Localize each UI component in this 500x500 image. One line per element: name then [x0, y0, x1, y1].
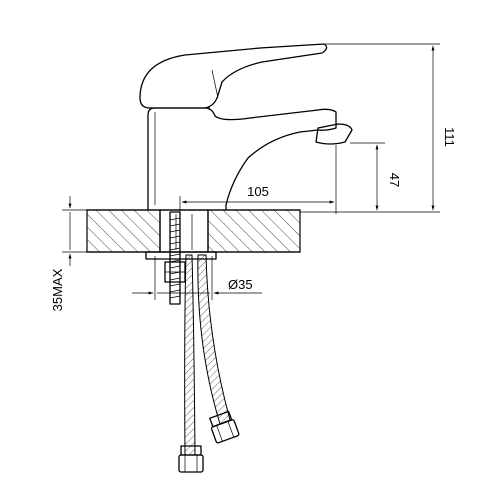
- dim-max-thickness: 35MAX: [50, 268, 65, 311]
- dim-hole-diameter: Ø35: [228, 277, 253, 292]
- countertop-section: [86, 209, 301, 253]
- dim-spout-height: 47: [387, 173, 402, 187]
- dim-spout-reach: 105: [247, 184, 269, 199]
- dimension-lines: [62, 43, 440, 300]
- flexible-hoses: [178, 254, 240, 473]
- faucet-body: [139, 43, 353, 211]
- mounting-assembly: [145, 209, 217, 305]
- dim-height-total: 111: [442, 127, 457, 147]
